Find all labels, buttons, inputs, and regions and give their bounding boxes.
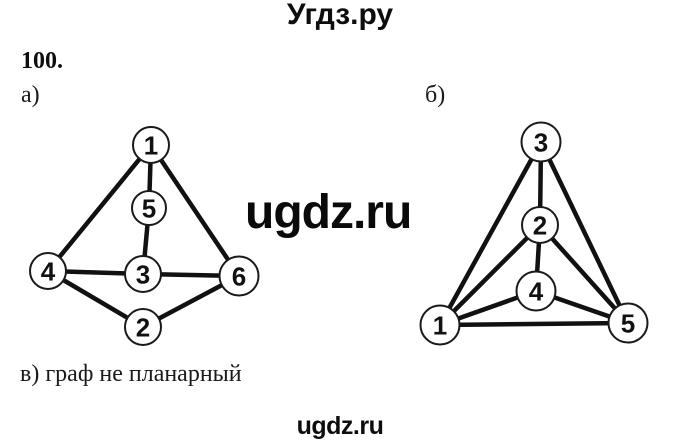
graph-b-edge-3-1 <box>437 139 544 328</box>
center-watermark: ugdz.ru <box>245 186 412 239</box>
graph-b-node-2 <box>521 206 559 244</box>
problem-number: 100. <box>21 48 63 74</box>
graph-b-edge-2-5 <box>537 222 631 326</box>
graph-a: 1 5 4 3 6 2 <box>29 126 260 346</box>
graph-b-node-label-2: 2 <box>533 210 547 240</box>
graph-a-node-6 <box>218 255 260 297</box>
site-header-title: Угдз.ру <box>286 0 394 31</box>
graph-b-node-5 <box>607 302 649 344</box>
graph-a-node-3 <box>124 255 162 293</box>
graph-a-edge-1-6 <box>148 142 242 279</box>
graph-b-node-1 <box>419 304 461 346</box>
graph-a-node-label-2: 2 <box>136 312 150 342</box>
graph-a-node-label-1: 1 <box>144 130 158 160</box>
part-label-a: а) <box>21 82 40 108</box>
graph-a-node-5 <box>131 190 167 226</box>
graph-b-node-4 <box>515 270 557 312</box>
graph-b-edge-3-5 <box>538 139 631 326</box>
graph-b-node-label-1: 1 <box>433 310 447 340</box>
graph-a-node-label-3: 3 <box>136 259 150 289</box>
graph-b-edge-1-5 <box>437 320 631 328</box>
graph-a-edge-1-4 <box>45 142 154 274</box>
answer-note-v: в) граф не планарный <box>20 361 242 387</box>
graph-a-node-4 <box>29 252 67 290</box>
footer-site-name: ugdz.ru <box>296 412 384 440</box>
graph-b-node-label-3: 3 <box>534 127 548 157</box>
graph-a-node-label-4: 4 <box>41 256 56 286</box>
graph-b-edge-2-1 <box>437 222 543 328</box>
graph-a-node-label-5: 5 <box>142 193 156 223</box>
graph-a-node-label-6: 6 <box>232 261 246 291</box>
graph-b: 3 2 4 1 5 <box>419 121 649 346</box>
graph-b-node-3 <box>520 121 562 163</box>
graph-a-node-1 <box>132 126 170 164</box>
graph-a-node-2 <box>124 308 162 346</box>
part-label-b: б) <box>425 82 446 108</box>
graph-b-node-label-5: 5 <box>621 308 635 338</box>
graph-b-node-label-4: 4 <box>529 276 544 306</box>
